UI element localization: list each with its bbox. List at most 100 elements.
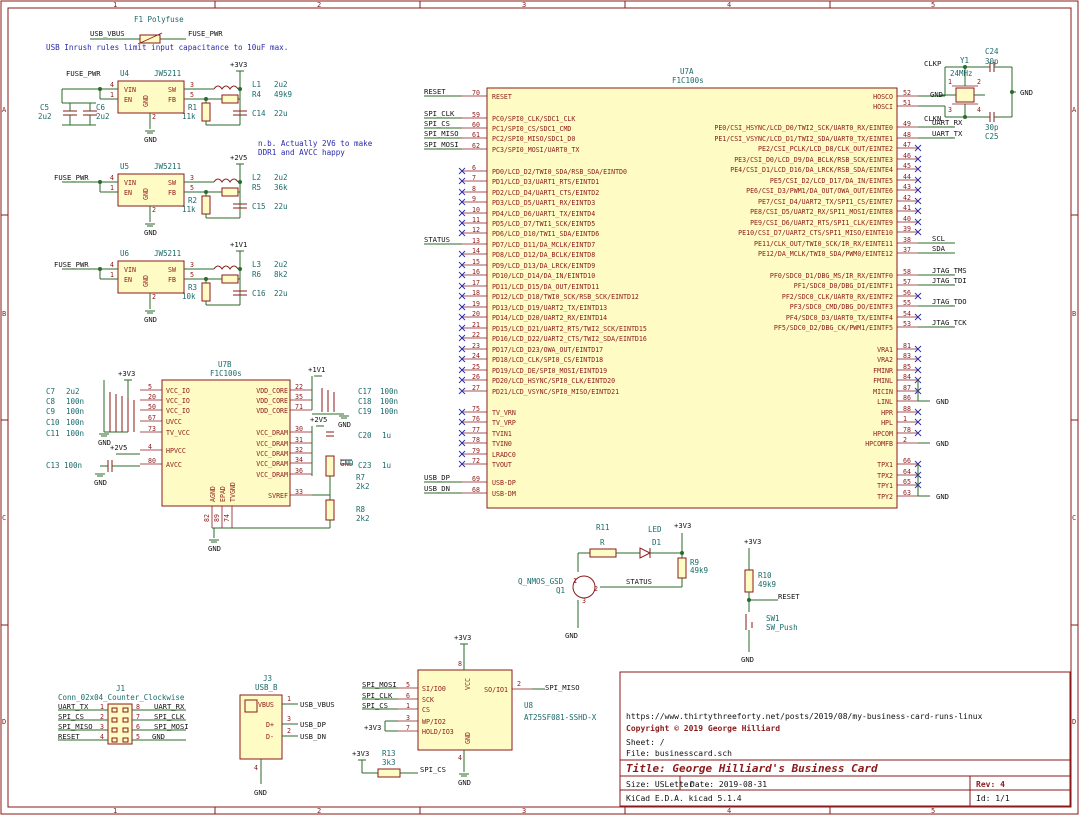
reg-pin-num: 1: [110, 271, 114, 279]
resistor-bottom: [201, 195, 211, 215]
crystal-section: CLKP CLKN Y1 24MHz C24 30p 30p C25 1 2 3…: [918, 47, 1033, 141]
cap-val: 100n: [380, 387, 398, 396]
reg-pin-num: 5: [190, 184, 194, 192]
u7b-part: F1C100s: [210, 369, 242, 378]
gnd-label: GND: [144, 228, 157, 237]
u7b-pin-name: VDD_CORE: [256, 387, 288, 395]
u7a-pin-name: PE10/CSI_D7/UART2_CTS/SPI1_MISO/EINTE10: [738, 229, 893, 237]
no-connect-mark: [458, 198, 466, 206]
r10-ref: R10: [758, 571, 772, 580]
j1-pin: [122, 737, 129, 743]
border-row-label: A: [2, 106, 7, 114]
junction: [204, 277, 208, 281]
junction: [238, 87, 242, 91]
cap-ref: C18: [358, 397, 372, 406]
note-2v5-line1: n.b. Actually 2V6 to make: [258, 139, 373, 148]
u7b-pin-num: 33: [295, 488, 303, 496]
u7a-pin-name: PF5/SDC0_D2/DBG_CK/PWM1/EINTF5: [774, 324, 893, 332]
u7a-pin-num: 81: [903, 342, 911, 350]
border-col-label: 1: [113, 1, 117, 9]
junction: [98, 267, 102, 271]
u7a-pin-num: 57: [903, 278, 911, 286]
regulator-body: [117, 260, 185, 294]
u7a-pin-num: 41: [903, 204, 911, 212]
u7a-pin-name: PD5/LCD_D7/TWI1_SCK/EINTD5: [492, 220, 595, 228]
inductor-val: 2u2: [274, 80, 288, 89]
j1-right-net: GND: [152, 732, 165, 741]
no-connect-mark: [458, 209, 466, 217]
u7a-pin-name: PD13/LCD_D19/UART2_TX/EINTD13: [492, 304, 607, 312]
u7a-pin-num: 58: [903, 268, 911, 276]
u7a-pin-num: 11: [472, 216, 480, 224]
no-connect-mark: [458, 292, 466, 300]
gnd-label: GND: [144, 135, 157, 144]
u7a-pin-num: 8: [472, 185, 476, 193]
fuse-f1: [139, 34, 161, 44]
cap-ref: C19: [358, 407, 372, 416]
resistor-val: 11k: [182, 205, 196, 214]
j3-pin-2: 2: [287, 727, 291, 735]
cap-val: 2u2: [96, 112, 110, 121]
u7a-pin-num: 1: [903, 415, 907, 423]
u7a-net-label: JTAG_TMS: [932, 266, 967, 275]
r13-ref: R13: [382, 749, 396, 758]
status-led-section: R11 R LED D1 +3V3 R9 49k9 Q_NMOS_GSD Q1 …: [518, 521, 708, 640]
j1-right-net: SPI_MOSI: [154, 722, 189, 731]
rail-label: +1V1: [308, 365, 325, 374]
u7a-net-label: SCL: [932, 234, 945, 243]
q1-ref: Q1: [556, 586, 565, 595]
cap-val: 100n: [66, 407, 84, 416]
reg-pin-sw: SW: [168, 266, 176, 274]
u7a-pin-name: HOSCI: [873, 103, 893, 111]
u7b-pin-num: 5: [148, 383, 152, 391]
resistor-val: 10k: [182, 292, 196, 301]
u7a-pin-name: PE1/CSI_VSYNC/LCD_D1/TWI2_SDA/UART0_TX/E…: [714, 135, 893, 143]
cap-ref: C17: [358, 387, 372, 396]
u7a-pin-num: 21: [472, 321, 480, 329]
u7a-pin-num: 61: [472, 131, 480, 139]
fuse-in-net: USB_VBUS: [90, 29, 125, 38]
gnd-label: GND: [338, 420, 351, 429]
tb-url: https://www.thirtythreeforty.net/posts/2…: [626, 712, 983, 721]
resistor-ref: R3: [188, 283, 197, 292]
border-col-label: 4: [727, 807, 731, 815]
u7a-pin-num: 17: [472, 279, 480, 287]
resistor-r8: [325, 499, 335, 521]
r9-val: 49k9: [690, 566, 708, 575]
u7a-net-label: RESET: [424, 87, 446, 96]
u7a-pin-num: 45: [903, 162, 911, 170]
u7a-pin-name: PD1/LCD_D3/UART1_RTS/EINTD1: [492, 178, 599, 186]
u7a-pin-name: PD3/LCD_D5/UART1_RX/EINTD3: [492, 199, 595, 207]
u7a-pin-num: 56: [903, 289, 911, 297]
r7-val: 2k2: [356, 482, 370, 491]
d1-ref: D1: [652, 538, 661, 547]
u7a-net-label: USB_DP: [424, 473, 450, 482]
u7a-pin-num: 53: [903, 320, 911, 328]
rail-label: +3V3: [454, 633, 471, 642]
j1-left-net: UART_TX: [58, 702, 89, 711]
note-2v5-line2: DDR1 and AVCC happy: [258, 148, 345, 157]
u7b-pin-name: AVCC: [166, 461, 182, 469]
crystal-pin-4: 4: [977, 106, 981, 114]
u7b-pin-num: 82: [203, 514, 211, 522]
inductor: [213, 85, 239, 90]
reg-input-net: FUSE_PWR: [66, 69, 101, 78]
gnd-label: GND: [458, 778, 471, 787]
u7a-pin-num: 14: [472, 247, 480, 255]
u7a-pin-num: 10: [472, 206, 480, 214]
reg-pin-en: EN: [124, 96, 132, 104]
no-connect-mark: [914, 313, 922, 321]
border-col-label: 1: [113, 807, 117, 815]
u7b-pin-name: VCC_IO: [166, 397, 190, 405]
u7a-pin-name: TPY1: [877, 482, 893, 490]
regulator-part: JW5211: [154, 162, 181, 171]
u7a-pin-name: PF1/SDC0_D0/DBG_DI/EINTF1: [794, 282, 893, 290]
u7a-pin-num: 76: [472, 415, 480, 423]
reg-pin-fb: FB: [168, 96, 176, 104]
u7a-pin-name: PE0/CSI_HSYNC/LCD_D0/TWI2_SCK/UART0_RX/E…: [714, 124, 893, 132]
no-connect-mark: [458, 450, 466, 458]
u7a-pin-num: 49: [903, 120, 911, 128]
no-connect-mark: [458, 271, 466, 279]
